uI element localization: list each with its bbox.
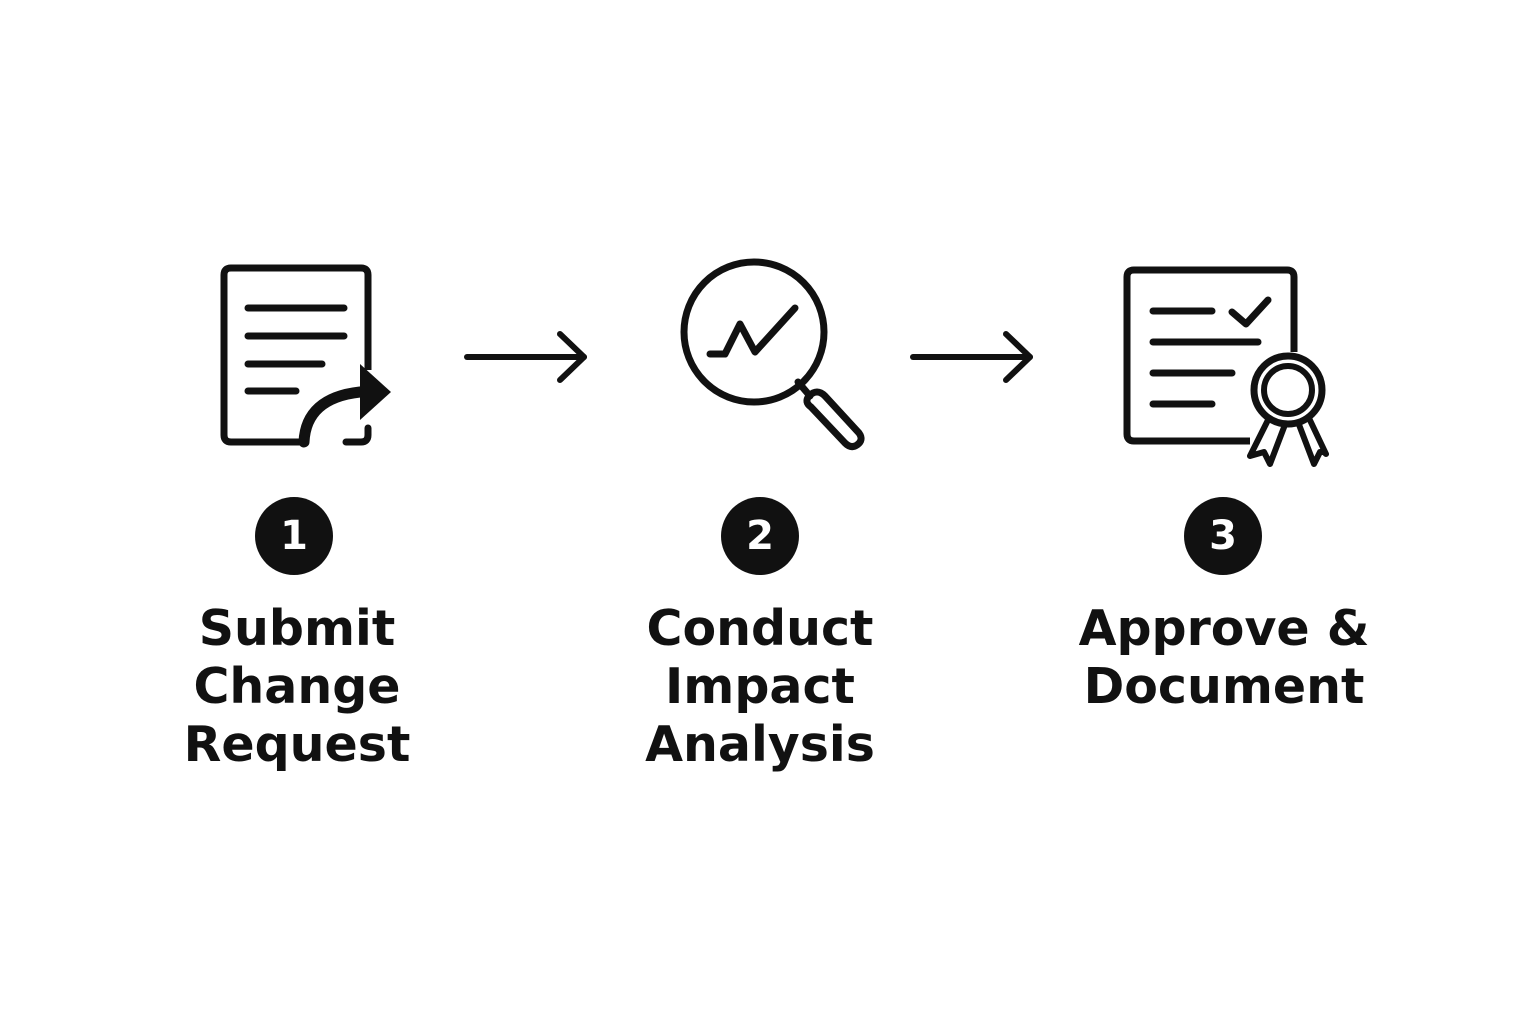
step-1-label-line: Submit (198, 600, 396, 657)
arrow-right-icon (910, 331, 1033, 383)
step-1-badge: 1 (255, 497, 333, 575)
certificate-award-icon (1123, 266, 1329, 467)
step-3-label-line: Approve & (1078, 600, 1370, 657)
step-2-label-line: Impact (665, 658, 855, 715)
step-2-label: Conduct Impact Analysis (580, 600, 940, 774)
step-3-label-line: Document (1083, 658, 1365, 715)
arrow-right-icon (464, 331, 587, 383)
step-1-label-line: Request (183, 716, 411, 773)
magnifier-chart-icon (680, 258, 865, 451)
step-3-badge: 3 (1184, 497, 1262, 575)
step-2-label-line: Conduct (646, 600, 874, 657)
document-share-icon (220, 264, 391, 448)
step-1-label: Submit Change Request (117, 600, 477, 774)
step-3-label: Approve & Document (1044, 600, 1404, 716)
step-1-label-line: Change (193, 658, 401, 715)
step-2-label-line: Analysis (645, 716, 875, 773)
step-2-badge: 2 (721, 497, 799, 575)
